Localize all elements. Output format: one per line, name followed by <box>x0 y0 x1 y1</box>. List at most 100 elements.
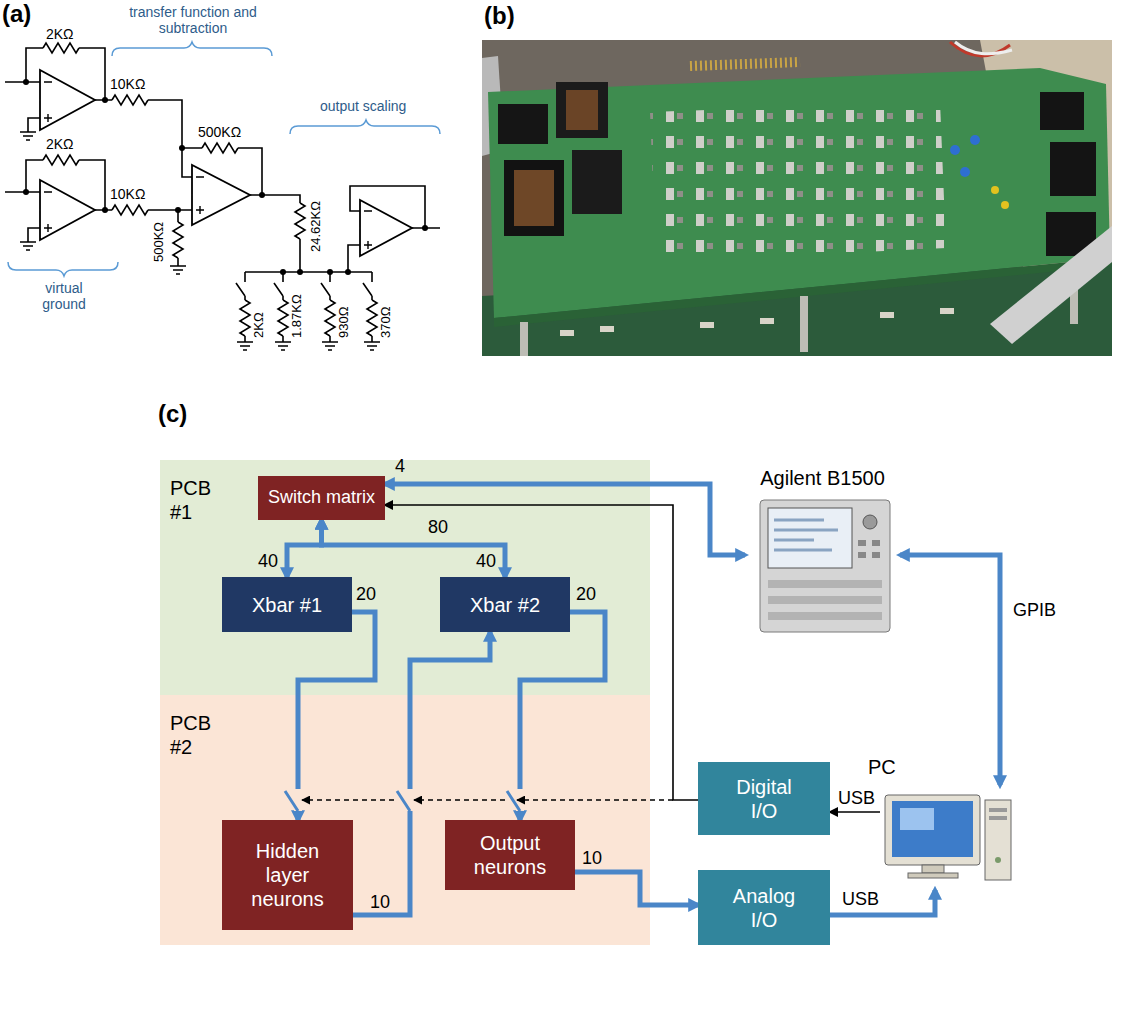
label-anchor: USB <box>838 788 875 809</box>
junction-dot <box>23 189 29 195</box>
label-anchor: 500KΩ <box>198 124 241 140</box>
pcb-region: PCB #1 Switch matrixXbar #1 Xbar #2 <box>160 460 650 695</box>
label-anchor: 40 <box>258 551 278 572</box>
label-anchor: 80 <box>428 517 448 538</box>
component-grid <box>650 102 946 262</box>
screen-window <box>900 808 934 830</box>
junction-dot <box>345 269 351 275</box>
label-anchor: 10KΩ <box>110 76 145 92</box>
pcb-region-fill <box>160 695 650 945</box>
chip-socket <box>572 150 622 214</box>
junction-dot <box>102 97 108 103</box>
label-anchor: transfer function and subtraction <box>118 4 268 36</box>
bus-width: 20 <box>576 584 596 605</box>
resistor-value: 2KΩ <box>46 26 74 42</box>
photo-background <box>482 40 1112 356</box>
node-label: Output neurons <box>455 831 565 879</box>
resistor-value: 500KΩ <box>152 222 167 262</box>
label-anchor: 20 <box>356 584 376 605</box>
label-anchor: output scaling <box>320 98 406 114</box>
resistor-value: 10KΩ <box>110 76 145 92</box>
instrument-buttons <box>858 540 880 558</box>
annotation-bracket <box>8 42 440 276</box>
label-anchor: 500KΩ <box>152 222 167 262</box>
capacitor <box>960 167 970 177</box>
region-label: PCB #2 <box>170 711 222 759</box>
bus-width: 10 <box>370 892 390 913</box>
bus-width: 20 <box>356 584 376 605</box>
resistor-value: 370Ω <box>379 307 394 338</box>
control-arrow <box>830 811 880 813</box>
computer-node: PC <box>880 785 1015 890</box>
circuit-schematic <box>5 42 440 350</box>
junction-dot <box>23 79 29 85</box>
power-button <box>995 857 1001 863</box>
capacitor <box>991 186 999 194</box>
ribbon-cable <box>990 226 1112 344</box>
junction-dot <box>179 145 185 151</box>
label-anchor: 370Ω <box>379 307 394 338</box>
capacitor <box>1001 201 1009 209</box>
opamp-symbol <box>40 70 412 256</box>
control-line <box>517 799 673 801</box>
resistor-row <box>690 62 800 66</box>
signal-bus-arrow <box>520 612 605 820</box>
switch-blade <box>285 791 520 811</box>
junction-dots <box>23 79 428 275</box>
io-box: Digital I/O <box>698 762 830 835</box>
panel-letter: (a) <box>2 0 31 28</box>
io-box: Analog I/O <box>698 870 830 945</box>
signal-bus-arrow <box>900 555 1000 785</box>
resistor-value: 10KΩ <box>110 186 145 202</box>
pcb-region: PCB #2Hidden layer neuronsOutput neurons <box>160 695 650 945</box>
node-label: Switch matrix <box>268 487 375 509</box>
edge-label: GPIB <box>1013 600 1056 621</box>
power-wire <box>955 42 1012 54</box>
label-anchor: 4 <box>395 456 405 477</box>
monitor-base <box>908 873 958 878</box>
pcb-region-fill <box>160 460 650 695</box>
node-label: Xbar #1 <box>252 593 322 617</box>
instrument-slots <box>768 580 882 620</box>
chip-socket <box>556 82 608 138</box>
label-anchor: 2KΩ <box>46 26 74 42</box>
node-label: Analog I/O <box>724 884 804 932</box>
junction-dot <box>102 207 108 213</box>
bus-width: 40 <box>476 551 496 572</box>
connector-group <box>287 484 1000 915</box>
signal-bus-arrow <box>287 520 322 577</box>
crossbar-chip <box>514 170 554 226</box>
junction-dot <box>175 207 181 213</box>
junction-dot <box>297 269 303 275</box>
node-label: PC <box>868 755 1003 779</box>
panel-letter: (c) <box>158 400 187 428</box>
annotation: transfer function and subtraction <box>118 4 268 36</box>
bus-width: 10 <box>582 848 602 869</box>
monitor-stand <box>922 865 944 873</box>
resistor-value: 930Ω <box>337 307 352 338</box>
label-anchor: 1.87KΩ <box>290 294 305 338</box>
upper-board <box>488 68 1110 318</box>
region-label: PCB #1 <box>170 476 222 524</box>
resistor-value: 2KΩ <box>252 312 267 338</box>
label-anchor: 24.62KΩ <box>309 201 324 252</box>
chip-socket <box>498 104 548 144</box>
crossbar-box: Xbar #2 <box>440 577 570 632</box>
annotation: output scaling <box>320 98 406 114</box>
connector-header <box>1040 92 1084 130</box>
label-anchor: USB <box>842 889 879 910</box>
junction-dot <box>422 225 428 231</box>
node-label: Digital I/O <box>724 775 804 823</box>
label-anchor: 930Ω <box>337 307 352 338</box>
label-anchor: 2KΩ <box>46 136 74 152</box>
annotation: virtual ground <box>28 280 100 312</box>
label-anchor: 2KΩ <box>252 312 267 338</box>
label-anchor: (b) <box>484 2 515 30</box>
junction-dot <box>280 269 286 275</box>
signal-bus-arrow <box>575 872 698 905</box>
crossbar-box: Xbar #1 <box>222 577 352 632</box>
signal-bus-arrow <box>322 520 506 577</box>
bus-width: 40 <box>258 551 278 572</box>
